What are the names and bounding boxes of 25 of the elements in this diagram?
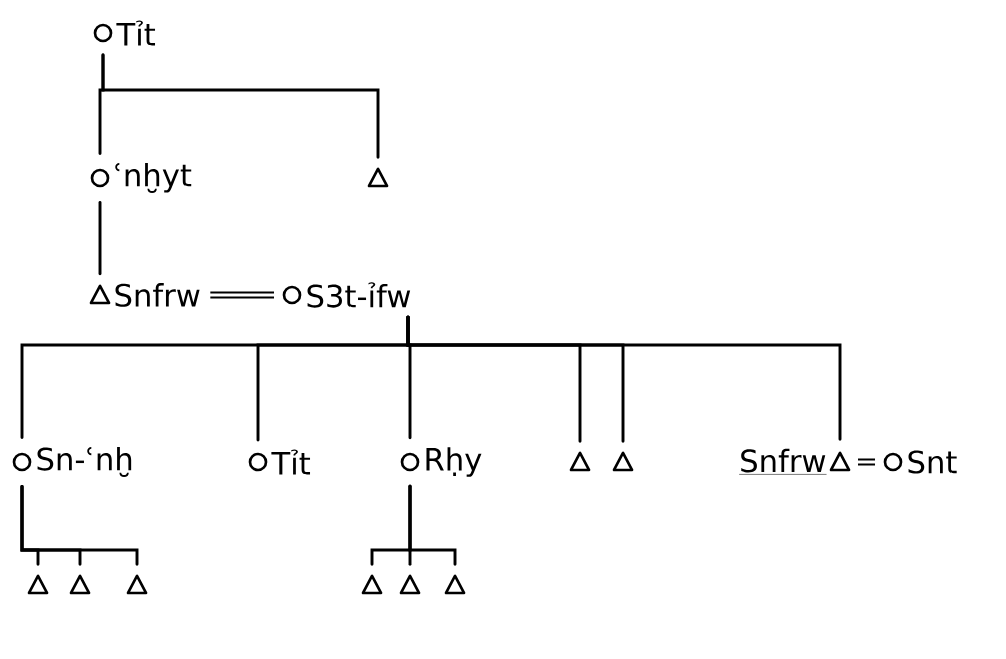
person-label: Snfrw bbox=[738, 448, 827, 475]
triangle-symbol bbox=[27, 574, 49, 595]
marriage-sign bbox=[857, 458, 876, 466]
descent-line bbox=[20, 485, 139, 566]
triangle-symbol bbox=[361, 574, 383, 595]
person-label: Tỉt bbox=[271, 449, 311, 475]
person-label: ʿnḫyt bbox=[115, 162, 192, 194]
triangle-symbol bbox=[126, 574, 148, 595]
marriage-sign bbox=[209, 291, 275, 299]
person-label: Snfrw bbox=[115, 283, 200, 307]
triangle-symbol bbox=[69, 574, 91, 595]
person-label: S3t-ỉfw bbox=[307, 282, 411, 308]
triangle-symbol bbox=[612, 451, 634, 472]
descent-line bbox=[406, 315, 842, 441]
descent-line bbox=[98, 201, 102, 276]
triangle-symbol bbox=[367, 167, 389, 188]
person-label: Sn-ʿnḫ bbox=[37, 446, 132, 478]
person-label: Rḥy bbox=[426, 447, 482, 477]
person-label: Tỉt bbox=[116, 20, 156, 46]
triangle-symbol bbox=[569, 451, 591, 472]
person-label: Snt bbox=[908, 450, 957, 474]
descent-line bbox=[101, 53, 380, 159]
descent-line bbox=[408, 484, 457, 566]
triangle-symbol bbox=[444, 574, 466, 595]
triangle-symbol bbox=[399, 574, 421, 595]
